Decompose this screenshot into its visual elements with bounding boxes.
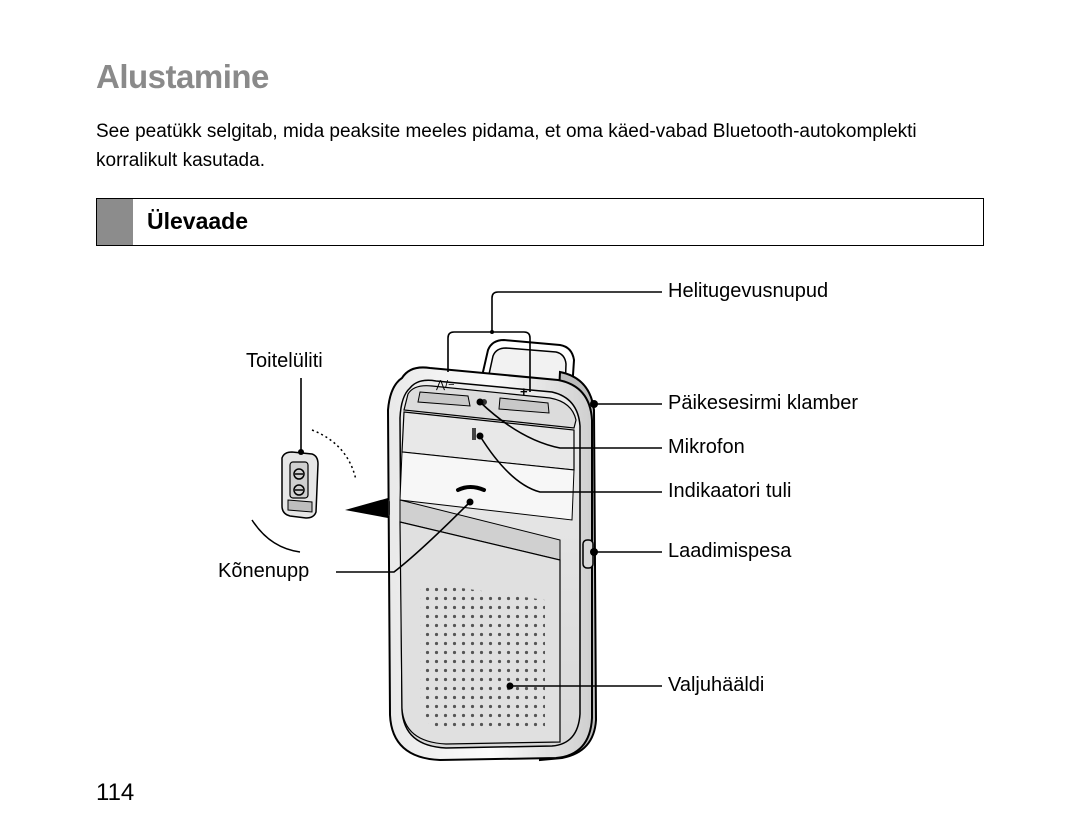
label-microphone: Mikrofon [668, 436, 745, 458]
intro-paragraph: See peatükk selgitab, mida peaksite meel… [96, 121, 917, 171]
callout-dots [298, 330, 598, 690]
section-header: Ülevaade [96, 198, 984, 246]
label-volume-buttons: Helitugevusnupud [668, 280, 829, 302]
label-indicator-light: Indikaatori tuli [668, 480, 792, 502]
section-title: Ülevaade [147, 208, 249, 234]
power-switch-detail [251, 429, 388, 553]
label-sun-visor-clip: Päikesesirmi klamber [668, 392, 859, 414]
page-title: Alustamine [96, 58, 269, 95]
label-call-button: Kõnenupp [218, 560, 310, 582]
svg-text:+: + [520, 384, 528, 399]
section-marker [97, 199, 133, 245]
device-body: ⋀/− + [384, 338, 598, 762]
svg-text:⋀/−: ⋀/− [435, 379, 455, 391]
label-charging-port: Laadimispesa [668, 540, 792, 562]
callout-lines [300, 291, 662, 687]
label-speaker: Valjuhääldi [668, 674, 765, 696]
page-number: 114 [96, 779, 135, 806]
label-power-switch: Toitelüliti [246, 350, 323, 372]
